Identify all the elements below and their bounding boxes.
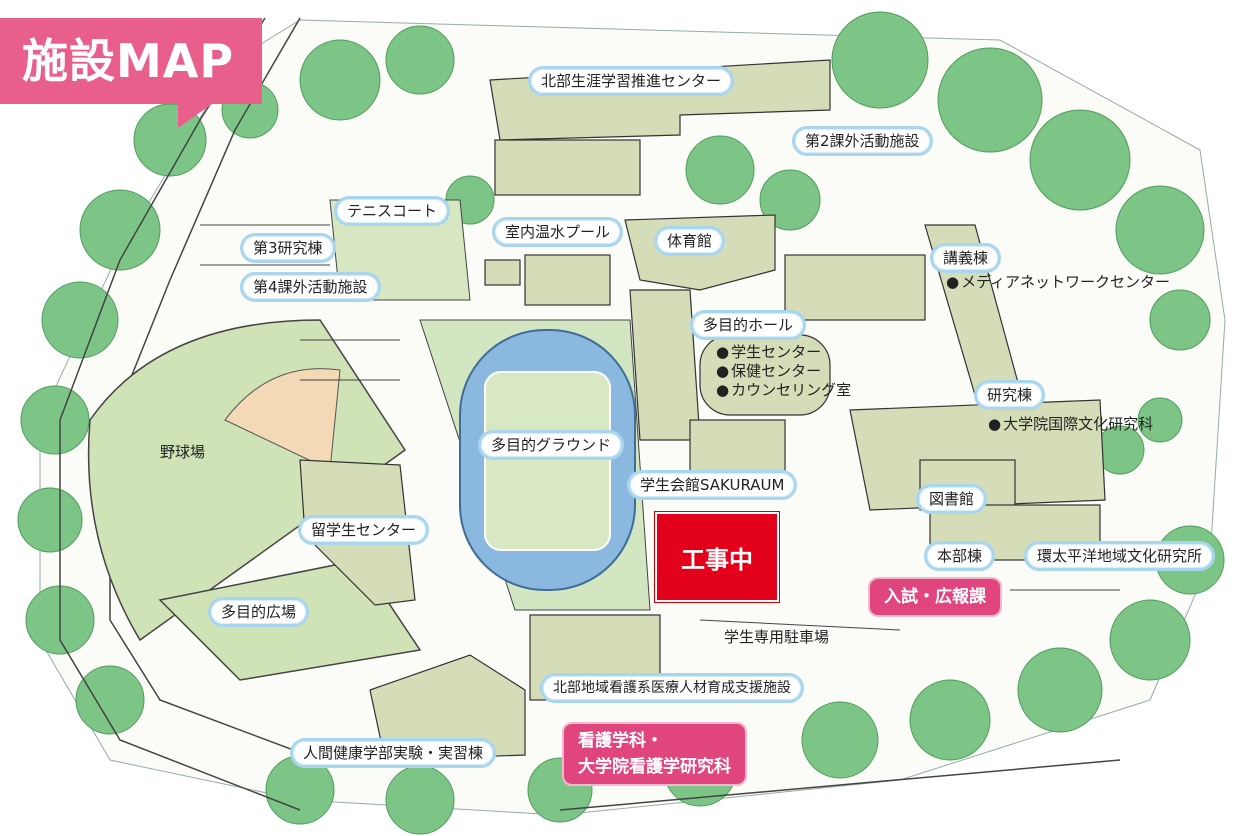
label-pacific-rim-institute[interactable]: 環太平洋地域文化研究所 [1024,541,1216,571]
label-gymnasium[interactable]: 体育館 [654,226,726,256]
label-nursing-support-facility[interactable]: 北部地域看護系医療人材育成支援施設 [540,673,804,703]
nursing-dept-line1: 看護学科・ [578,731,663,751]
label-library[interactable]: 図書館 [916,484,988,514]
label-indoor-pool[interactable]: 室内温水プール [492,217,624,247]
parking-lines [200,224,1120,631]
label-health-lab-building[interactable]: 人間健康学部実験・実習棟 [290,738,497,768]
label-lab-building-3[interactable]: 第3研究棟 [240,233,336,263]
label-media-network-center[interactable]: メディアネットワークセンター [946,272,1170,292]
label-intl-student-center[interactable]: 留学生センター [298,515,430,545]
label-grad-intl-culture[interactable]: 大学院国際文化研究科 [988,414,1153,434]
label-counseling-room[interactable]: カウンセリング室 [716,380,851,400]
label-multipurpose-plaza[interactable]: 多目的広場 [208,597,310,627]
label-student-center[interactable]: 学生センター [716,342,821,362]
construction-badge: 工事中 [655,512,779,602]
map-title: 施設MAP [0,18,262,104]
label-tennis-court[interactable]: テニスコート [334,196,451,226]
label-headquarters[interactable]: 本部棟 [924,541,996,571]
admissions-office-badge[interactable]: 入試・広報課 [868,577,1002,617]
label-club-facility-4[interactable]: 第4課外活動施設 [240,272,381,302]
label-club-facility-2[interactable]: 第2課外活動施設 [792,126,933,156]
label-lecture-building[interactable]: 講義棟 [930,243,1002,273]
tree-clusters [17,11,1225,835]
label-student-parking[interactable]: 学生専用駐車場 [724,628,830,646]
label-baseball-field[interactable]: 野球場 [160,443,206,461]
label-multipurpose-ground[interactable]: 多目的グラウンド [478,430,625,460]
label-hokubu-center[interactable]: 北部生涯学習推進センター [528,66,735,96]
label-health-center[interactable]: 保健センター [716,361,821,381]
map-title-tail [178,104,212,128]
nursing-dept-line2: 大学院看護学研究科 [578,757,731,777]
label-student-hall-sakuraum[interactable]: 学生会館SAKURAUM [627,470,798,500]
nursing-dept-badge[interactable]: 看護学科・ 大学院看護学研究科 [562,722,747,786]
label-multipurpose-hall[interactable]: 多目的ホール [690,310,807,340]
label-research-building[interactable]: 研究棟 [974,380,1046,410]
